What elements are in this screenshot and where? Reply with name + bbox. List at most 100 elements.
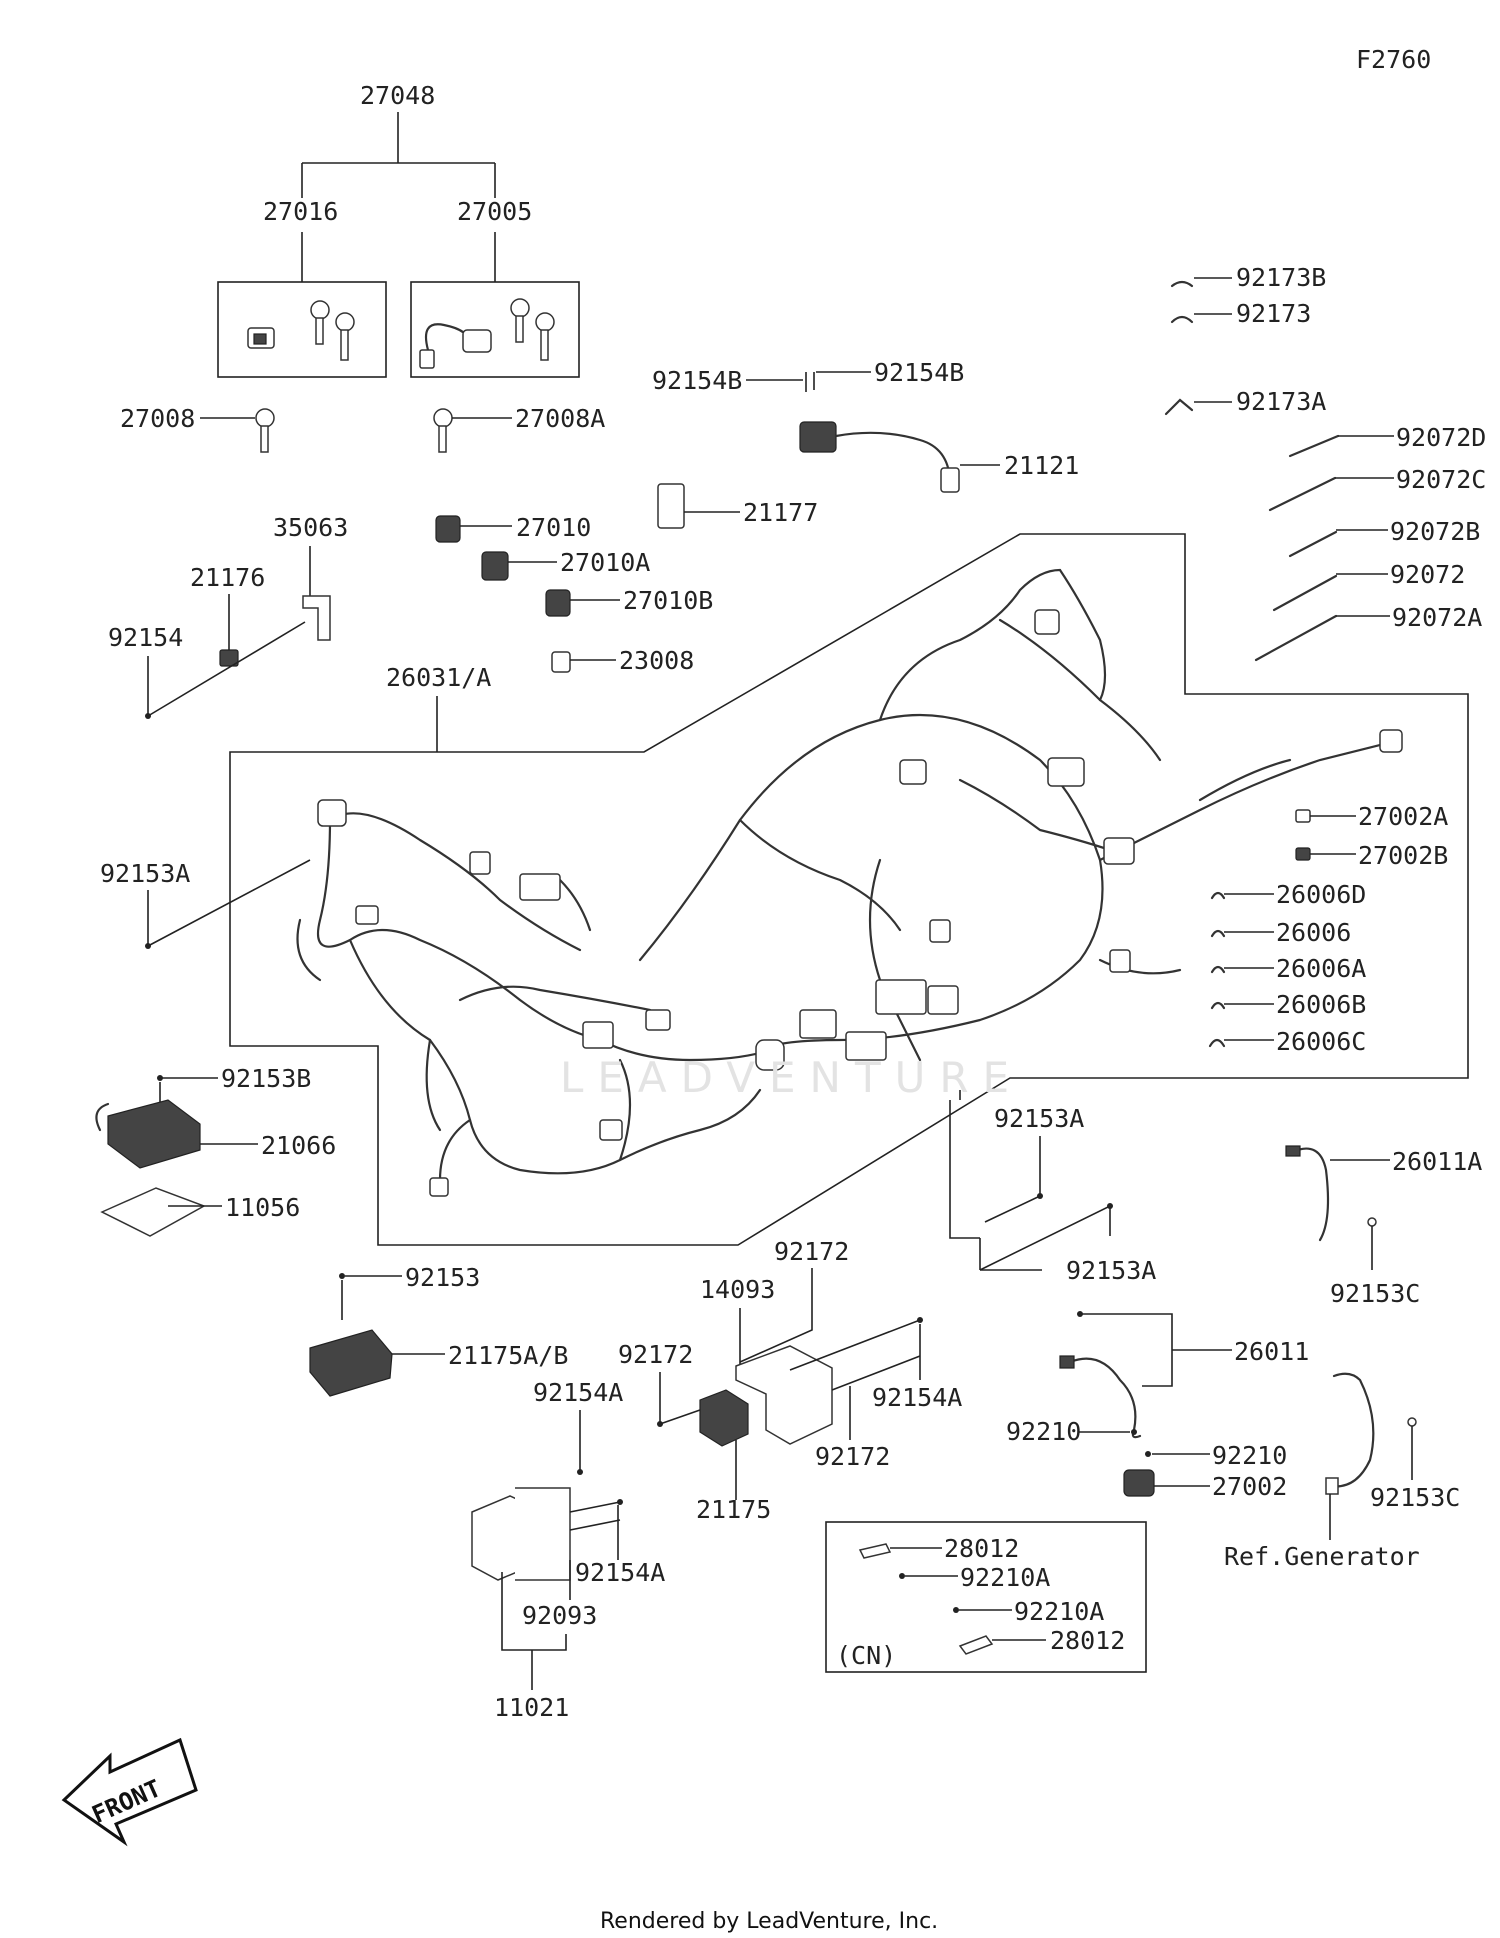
coil-group: 92154B 92154B 21121 — [652, 358, 1079, 493]
label-11056: 11056 — [225, 1193, 300, 1222]
coil-wire — [834, 431, 952, 482]
generator-ref-group: Ref.Generator 92153C — [1224, 1372, 1460, 1571]
cap-28012-top-icon — [858, 1543, 892, 1559]
plate-11056-icon — [100, 1187, 206, 1237]
right-parts-group: 27002A 27002B 26006D 26006 26006A 26006B… — [1208, 802, 1448, 1056]
mount-plate-group: 92154A 92154A 92093 11021 — [471, 1378, 665, 1722]
bracket-bolts — [789, 1319, 921, 1391]
clamp-92173A-icon — [1164, 398, 1194, 416]
label-26011A: 26011A — [1392, 1147, 1482, 1176]
label-27002A: 27002A — [1358, 802, 1448, 831]
leader-92172-top — [739, 1268, 813, 1363]
label-27002: 27002 — [1212, 1472, 1287, 1501]
label-ref-generator: Ref.Generator — [1224, 1542, 1420, 1571]
bolt-92153A-right-bottom-icon — [1107, 1203, 1113, 1209]
label-21066: 21066 — [261, 1131, 336, 1160]
harness-outline-26031 — [229, 533, 1469, 1246]
label-26006B: 26006B — [1276, 990, 1366, 1019]
label-21176: 21176 — [190, 563, 265, 592]
label-92093: 92093 — [522, 1601, 597, 1630]
plug-cap-icon — [940, 467, 960, 493]
nut-92210A-top-icon — [899, 1573, 905, 1579]
clamp-92173B-icon — [1170, 280, 1194, 288]
tie-92072-icon — [1272, 574, 1338, 612]
harness-break-line — [949, 1090, 1042, 1271]
diagram-id: F2760 — [1356, 45, 1431, 74]
cover-27002-icon — [1123, 1469, 1155, 1497]
bolt-92154A-bottom-icon — [617, 1499, 623, 1505]
leader-92153A-left — [147, 859, 311, 947]
footer-credit: Rendered by LeadVenture, Inc. — [600, 1909, 938, 1934]
regulator-group: 92153B 21066 11056 — [95, 1064, 336, 1237]
cable-generator-icon — [1328, 1372, 1375, 1488]
label-92210A-top: 92210A — [960, 1563, 1050, 1592]
cn-label: (CN) — [836, 1641, 896, 1670]
label-27002B: 27002B — [1358, 841, 1448, 870]
leader-26011 — [1082, 1313, 1232, 1387]
label-21175AB: 21175A/B — [448, 1341, 568, 1370]
label-92072C: 92072C — [1396, 465, 1486, 494]
label-92173B: 92173B — [1236, 263, 1326, 292]
label-92153A-right-bottom: 92153A — [1066, 1256, 1156, 1285]
ecu-bracket-group: 92172 14093 92154A 92172 92172 21175 — [618, 1237, 962, 1524]
clip-26006B-icon — [1210, 1001, 1226, 1010]
label-92154A-bottom: 92154A — [575, 1558, 665, 1587]
label-92153A-right-top: 92153A — [994, 1104, 1084, 1133]
label-92072D: 92072D — [1396, 423, 1486, 452]
leader-92153A-right-top — [984, 1136, 1041, 1223]
clip-26006C-icon — [1208, 1038, 1226, 1048]
leader-27048 — [301, 112, 496, 198]
ground-cable-group: 26011A 92153C — [1285, 1145, 1482, 1308]
nut-92210-right-icon — [1145, 1451, 1151, 1457]
key-27008A-icon — [433, 408, 453, 453]
leader-92153 — [341, 1275, 402, 1320]
label-92154B-right: 92154B — [874, 358, 964, 387]
label-92210-left: 92210 — [1006, 1417, 1081, 1446]
label-27008A: 27008A — [515, 404, 605, 433]
bolt-92153-icon — [339, 1273, 345, 1279]
clip-26006D-icon — [1210, 891, 1226, 900]
grommet-27002B-icon — [1295, 847, 1311, 861]
label-27048: 27048 — [360, 81, 435, 110]
bolt-92154A-right-icon — [917, 1317, 923, 1323]
label-92210A-bottom: 92210A — [1014, 1597, 1104, 1626]
box-27016 — [217, 281, 387, 378]
label-27016: 27016 — [263, 197, 338, 226]
label-26006D: 26006D — [1276, 880, 1366, 909]
label-27010A: 27010A — [560, 548, 650, 577]
clamp-92173-icon — [1170, 315, 1194, 324]
label-21177: 21177 — [743, 498, 818, 527]
front-arrow-icon: FRONT — [61, 1737, 198, 1847]
main-wire-harness — [296, 568, 1402, 1182]
label-92072A: 92072A — [1392, 603, 1482, 632]
label-27010: 27010 — [516, 513, 591, 542]
clip-26006-icon — [1210, 929, 1226, 938]
label-92153B: 92153B — [221, 1064, 311, 1093]
label-21175: 21175 — [696, 1495, 771, 1524]
grommet-27002A-icon — [1295, 809, 1311, 823]
bracket-35063-icon — [302, 595, 331, 641]
bolt-92154A-top-icon — [577, 1469, 583, 1475]
label-92210-right: 92210 — [1212, 1441, 1287, 1470]
label-28012-bottom: 28012 — [1050, 1626, 1125, 1655]
relay-21177-icon — [657, 483, 685, 529]
label-11021: 11021 — [494, 1693, 569, 1722]
sensor-21176-icon — [219, 649, 239, 667]
leader-92172-left — [659, 1372, 701, 1426]
label-92173A: 92173A — [1236, 387, 1326, 416]
ecu-21175AB-icon — [309, 1329, 393, 1397]
switch-group: 27010 27010A 27010B 23008 — [435, 513, 713, 675]
regulator-wire — [95, 1102, 110, 1132]
ecu-group: 92153 21175A/B — [309, 1263, 568, 1397]
label-92153A-left: 92153A — [100, 859, 190, 888]
cable-26011-icon — [1068, 1357, 1142, 1439]
label-26006A: 26006A — [1276, 954, 1366, 983]
bolt-92153C-bottom-icon — [1407, 1417, 1417, 1427]
label-92072B: 92072B — [1390, 517, 1480, 546]
switch-27010B-icon — [545, 589, 571, 617]
tie-92072B-icon — [1288, 530, 1338, 558]
label-26011: 26011 — [1234, 1337, 1309, 1366]
plate-92093-icon — [515, 1487, 571, 1581]
cn-box — [825, 1521, 1147, 1673]
